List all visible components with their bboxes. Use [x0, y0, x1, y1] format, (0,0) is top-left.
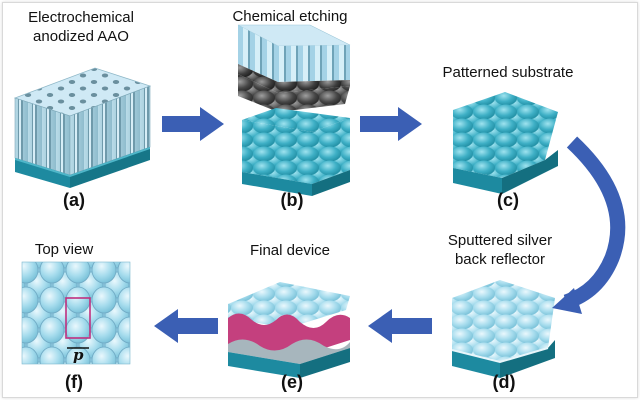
step-b-tag: (b): [280, 190, 304, 210]
step-f-label: Top view: [34, 241, 94, 258]
step-e-tag: (e): [281, 372, 303, 392]
process-arrows: [154, 107, 626, 343]
arrow-b-to-c: [360, 107, 422, 141]
silver-reflector-block: [451, 280, 555, 378]
arrow-e-to-f: [154, 309, 218, 343]
period-symbol: p: [73, 346, 84, 364]
step-b-label: Chemical etching: [232, 8, 348, 25]
etching-block: [237, 24, 351, 196]
arrow-c-to-d: [563, 136, 626, 310]
arrow-d-to-e: [368, 309, 432, 343]
arrow-a-to-b: [162, 107, 224, 141]
unit-cell-rect: [65, 297, 91, 339]
step-c-label: Patterned substrate: [442, 64, 574, 81]
step-f-tag: (f): [65, 372, 83, 392]
patterned-substrate-block: [453, 92, 558, 194]
step-d-tag: (d): [492, 372, 516, 392]
top-view-panel: [21, 261, 131, 365]
step-a-tag: (a): [63, 190, 85, 210]
step-e-label: Final device: [249, 242, 331, 259]
aao-block: [13, 67, 152, 188]
final-device-block: [228, 282, 350, 378]
step-c-tag: (c): [497, 190, 519, 210]
